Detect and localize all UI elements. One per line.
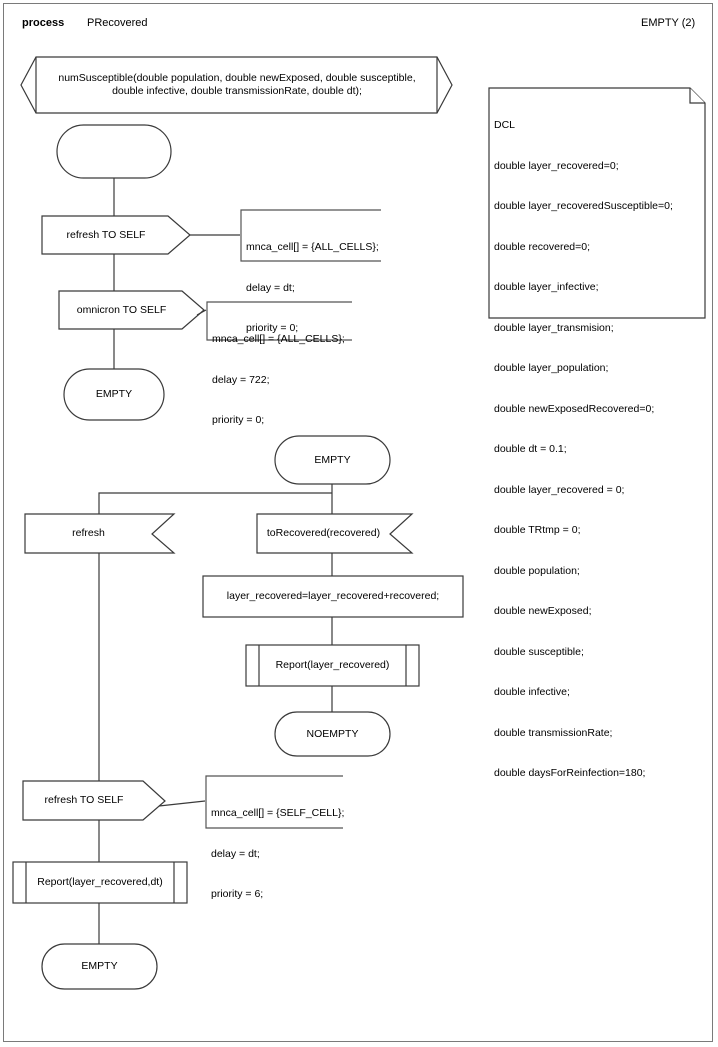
comment-2-bracket (206, 301, 352, 341)
dcl-line-7: double dt = 0.1; (494, 443, 567, 455)
dcl-line-8: double layer_recovered = 0; (494, 483, 625, 496)
comment-3-line1: mnca_cell[] = {SELF_CELL}; (211, 807, 345, 819)
input-refresh-label: refresh (72, 527, 105, 539)
dcl-line-0: double layer_recovered=0; (494, 159, 619, 172)
comment-1-line1: mnca_cell[] = {ALL_CELLS}; (246, 241, 379, 253)
proc-report-2-label: Report(layer_recovered,dt) (37, 876, 163, 888)
comment-2-line3: priority = 0; (212, 414, 265, 426)
state-empty-1-shape (63, 368, 165, 421)
output-refresh-self-2-shape (22, 780, 166, 821)
task-layer-recovered-label: layer_recovered=layer_recovered+recovere… (226, 590, 440, 602)
page-title: PRecovered (87, 17, 148, 29)
procedure-declaration-line1: numSusceptible(double population, double… (58, 72, 416, 84)
state-empty-2-label: EMPTY (314, 453, 351, 466)
comment-2-text: mnca_cell[] = {ALL_CELLS}; delay = 722; … (212, 306, 345, 441)
comment-3-bracket (205, 775, 343, 829)
connector-omnicron-to-comment2 (196, 309, 207, 316)
proc-report-2-shape (12, 861, 188, 904)
state-empty-1-label: EMPTY (95, 388, 133, 400)
state-empty-3-shape (41, 943, 158, 990)
start-state-label (57, 125, 171, 178)
dcl-line-10: double population; (494, 564, 580, 577)
procedure-declaration-text: numSusceptible(double population, double… (36, 57, 438, 113)
dcl-line-13: double infective; (494, 686, 570, 698)
output-refresh-self-1-label: refresh TO SELF (66, 228, 146, 241)
diagram-frame (3, 3, 713, 1042)
output-omnicron-self-shape (58, 290, 205, 330)
state-noempty-shape (274, 711, 391, 757)
dcl-line-11: double newExposed; (494, 605, 592, 617)
output-omnicron-self-label: omnicron TO SELF (76, 303, 167, 316)
comment-2-line1: mnca_cell[] = {ALL_CELLS}; (212, 333, 345, 345)
dcl-note-text: DCL double layer_recovered=0; double lay… (494, 92, 699, 794)
page-state-label: EMPTY (2) (641, 17, 696, 29)
comment-1-line2: delay = dt; (246, 281, 295, 294)
dcl-line-3: double layer_infective; (494, 281, 599, 293)
task-layer-recovered-shape (202, 575, 464, 618)
dcl-line-6: double newExposedRecovered=0; (494, 402, 655, 415)
dcl-title: DCL (494, 119, 516, 131)
comment-3-line2: delay = dt; (211, 847, 260, 860)
comment-1-bracket (240, 209, 381, 262)
state-noempty-label: NOEMPTY (306, 727, 359, 740)
comment-2-line2: delay = 722; (212, 373, 270, 386)
output-refresh-self-2-label: refresh TO SELF (44, 794, 124, 806)
branch-connector (98, 492, 332, 518)
input-refresh-shape (24, 513, 176, 554)
dcl-line-9: double TRtmp = 0; (494, 524, 581, 536)
output-refresh-self-1-shape (41, 215, 191, 255)
procedure-declaration-line2: double infective, double transmissionRat… (112, 85, 362, 97)
comment-3-text: mnca_cell[] = {SELF_CELL}; delay = dt; p… (211, 780, 344, 915)
dcl-line-5: double layer_population; (494, 362, 609, 374)
dcl-line-4: double layer_transmision; (494, 321, 614, 334)
procedure-declaration-shape (20, 56, 453, 114)
process-keyword: process (22, 17, 65, 29)
dcl-line-14: double transmissionRate; (494, 726, 613, 739)
proc-report-1-shape (245, 644, 420, 687)
input-to-recovered-shape (256, 513, 414, 554)
dcl-line-15: double daysForReinfection=180; (494, 767, 646, 779)
input-to-recovered-label: toRecovered(recovered) (266, 527, 381, 539)
proc-report-1-label: Report(layer_recovered) (275, 659, 390, 671)
dcl-line-1: double layer_recoveredSusceptible=0; (494, 200, 673, 212)
state-empty-3-label: EMPTY (81, 960, 118, 972)
dcl-line-12: double susceptible; (494, 645, 584, 658)
connector-out2-to-comment3 (158, 800, 206, 807)
comment-1-text: mnca_cell[] = {ALL_CELLS}; delay = dt; p… (246, 214, 379, 349)
dcl-note-shape (488, 87, 706, 319)
comment-1-line3: priority = 0; (246, 322, 299, 334)
dcl-line-2: double recovered=0; (494, 240, 591, 253)
comment-3-line3: priority = 6; (211, 888, 264, 900)
